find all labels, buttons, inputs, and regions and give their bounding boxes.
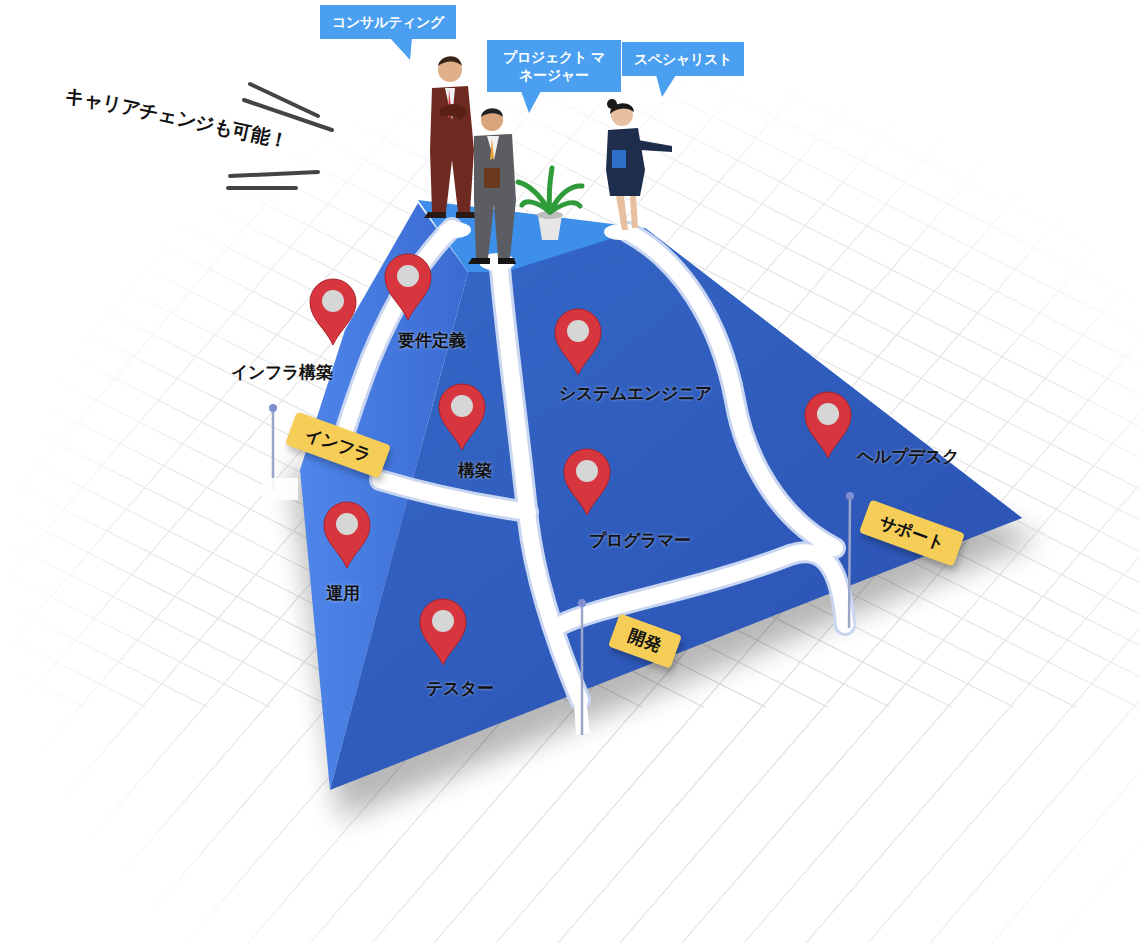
map-pin: テスター (426, 677, 494, 700)
pin-dot (576, 460, 598, 482)
pin-body (310, 279, 356, 345)
pin-body (385, 254, 431, 320)
pin-dot (567, 320, 589, 342)
grid-line (186, 0, 1086, 943)
map-pin: システムエンジニア (559, 382, 712, 405)
grid-line (0, 0, 156, 943)
bubble-tail-shape (656, 75, 676, 97)
post-caps (269, 404, 854, 607)
pin-dot (397, 265, 419, 287)
pin-marker (418, 597, 468, 667)
map-pin: 構築 (458, 459, 492, 482)
bubble-tail (622, 75, 682, 101)
grid-line (854, 0, 1139, 707)
node-text: 要件定義 (398, 329, 466, 352)
grid-line (0, 0, 32, 943)
post-base (262, 478, 298, 500)
node-text: コンサルティング (332, 13, 444, 31)
pin-body (324, 502, 370, 568)
pin-marker (322, 500, 372, 570)
node-text: 開発 (625, 624, 665, 657)
map-pin: プログラマー (589, 529, 691, 552)
node-text: プロジェクト マネージャー (499, 48, 609, 84)
bubble-tail-shape (521, 91, 541, 113)
speech-bubble: プロジェクト マネージャー (487, 40, 621, 92)
map-pin: 要件定義 (398, 329, 466, 352)
bubble-tail (320, 38, 380, 64)
grid-line (992, 0, 1139, 943)
grid-line (0, 0, 218, 943)
pin-dot (451, 395, 473, 417)
pin-body (805, 392, 851, 458)
pin-dot (322, 290, 344, 312)
roads (340, 228, 854, 735)
grid-line (1102, 0, 1139, 707)
speech-bubble: スペシャリスト (622, 42, 744, 76)
node-text: プログラマー (589, 529, 691, 552)
grid-line (372, 0, 1139, 943)
node-text: 運用 (326, 582, 360, 605)
map-pin: ヘルプデスク (857, 445, 959, 468)
bubble-tail (487, 91, 547, 117)
node-text: インフラ構築 (231, 361, 333, 384)
pin-marker (553, 307, 603, 377)
pin-marker (383, 252, 433, 322)
pin-body (555, 309, 601, 375)
standing-spots (439, 222, 636, 271)
pin-body (564, 449, 610, 515)
pyramid-top-face (418, 200, 645, 272)
pin-marker (437, 382, 487, 452)
grid-line (1116, 0, 1139, 943)
pin-body (420, 599, 466, 665)
node-text: ヘルプデスク (857, 445, 959, 468)
consultant-figure (424, 56, 476, 218)
pin-body (439, 384, 485, 450)
bubble-tail-shape (390, 38, 412, 60)
map-pin: 運用 (326, 582, 360, 605)
manager-figure (468, 108, 516, 264)
grid-line (1040, 0, 1139, 707)
grid-line (1054, 0, 1139, 943)
pin-dot (336, 513, 358, 535)
grid-line (978, 0, 1139, 707)
grid-line (0, 0, 332, 707)
grid-line (916, 0, 1139, 707)
sign-posts (273, 408, 850, 735)
pin-marker (562, 447, 612, 517)
speech-bubble: コンサルティング (320, 5, 456, 39)
pin-dot (817, 403, 839, 425)
grid-line (248, 0, 1139, 943)
node-text: テスター (426, 677, 494, 700)
node-text: システムエンジニア (559, 382, 712, 405)
node-text: 構築 (458, 459, 492, 482)
pin-marker (803, 390, 853, 460)
specialist-figure (606, 99, 672, 230)
node-text: スペシャリスト (634, 50, 732, 68)
grid-line (310, 0, 1139, 943)
map-pin: インフラ構築 (231, 361, 333, 384)
potted-plant (518, 168, 582, 240)
pin-dot (432, 610, 454, 632)
pin-marker (308, 277, 358, 347)
